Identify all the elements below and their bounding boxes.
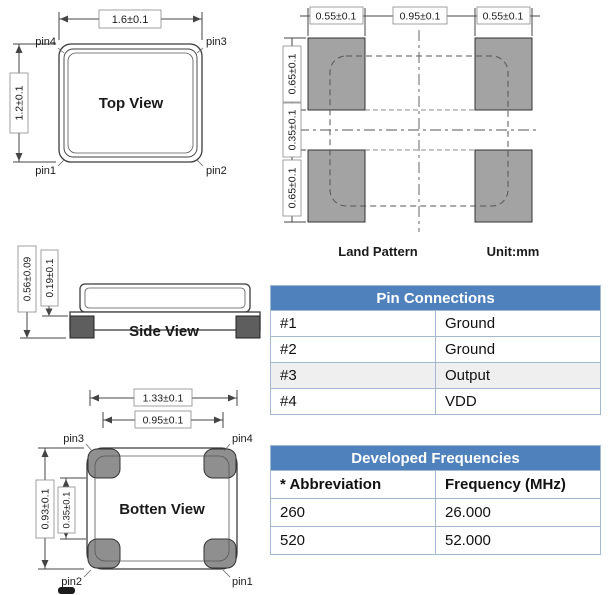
bottom-view-pin-labels: pin3 pin4 pin2 pin1: [61, 433, 253, 588]
table-row: #1 Ground: [270, 310, 601, 337]
pin-number-cell: #1: [270, 310, 436, 337]
land-pattern-drawing: 0.55±0.1 0.95±0.1 0.55±0.1 0.65±0.1 0.35…: [282, 6, 540, 259]
pin-function-cell: Ground: [435, 336, 601, 363]
dimension-label: 0.55±0.1: [316, 11, 357, 23]
dimension-label: 1.33±0.1: [143, 393, 184, 405]
dimension-label: 0.19±0.1: [45, 258, 56, 297]
side-view-title: Side View: [129, 323, 199, 340]
pin-function-cell: VDD: [435, 388, 601, 415]
dimension-label: 0.95±0.1: [400, 11, 441, 23]
bottom-view-outer-height-dimension: 0.93±0.1: [35, 447, 84, 570]
pin-label: pin3: [206, 36, 227, 48]
pin-number-cell: #4: [270, 388, 436, 415]
pin-label: pin1: [232, 576, 253, 588]
land-pattern-left-dimensions: 0.65±0.1 0.35±0.1 0.65±0.1: [282, 37, 306, 223]
side-view-body: [69, 283, 261, 339]
bottom-view-outer-width-dimension: 1.33±0.1: [89, 388, 238, 407]
bottom-view-pad-span-dimension: 0.95±0.1: [102, 410, 224, 429]
dimension-label: 0.35±0.1: [62, 492, 73, 529]
pin-number-cell: #3: [270, 362, 436, 389]
frequency-column-header: Frequency (MHz): [435, 470, 601, 499]
land-pattern-outline: [298, 30, 540, 232]
top-view-width-dimension: 1.6±0.1: [58, 9, 203, 40]
dimension-label: 0.65±0.1: [287, 53, 299, 94]
table-row: 520 52.000: [270, 526, 601, 555]
dimension-label: 1.6±0.1: [112, 14, 149, 26]
dimension-label: 1.2±0.1: [14, 85, 26, 120]
table-row: #4 VDD: [270, 388, 601, 415]
pin-function-cell: Output: [435, 362, 601, 389]
column-header-row: * Abbreviation Frequency (MHz): [270, 470, 601, 499]
pin-number-cell: #2: [270, 336, 436, 363]
land-pattern-caption: Land Pattern: [338, 244, 418, 259]
pin-label: pin1: [35, 165, 56, 177]
land-pattern-top-dimensions: 0.55±0.1 0.95±0.1 0.55±0.1: [300, 6, 540, 36]
pin-function-cell: Ground: [435, 310, 601, 337]
table-row: #3 Output: [270, 362, 601, 389]
pin-connections-title: Pin Connections: [270, 285, 601, 311]
package-outline: [58, 43, 203, 163]
dimension-label: 0.95±0.1: [143, 415, 184, 427]
dimension-label: 0.35±0.1: [287, 109, 299, 150]
abbreviation-cell: 520: [270, 526, 436, 555]
top-view-height-dimension: 1.2±0.1: [9, 43, 56, 163]
artifact-mark: [58, 587, 75, 594]
pin-label: pin2: [206, 165, 227, 177]
table-header-row: Pin Connections: [270, 285, 601, 311]
dimension-label: 0.65±0.1: [287, 167, 299, 208]
unit-label: Unit:mm: [487, 244, 540, 259]
table-row: #2 Ground: [270, 336, 601, 363]
side-view-pad-dimension: 0.19±0.1: [40, 249, 68, 317]
pin-label: pin2: [61, 576, 82, 588]
frequency-cell: 52.000: [435, 526, 601, 555]
top-view-drawing: 1.6±0.1 1.2±0.1 Top View pin4 pin3 p: [9, 9, 227, 177]
pin-label: pin3: [63, 433, 84, 445]
top-view-title: Top View: [99, 95, 164, 112]
developed-frequencies-title: Developed Frequencies: [270, 445, 601, 471]
dimension-label: 0.56±0.09: [23, 256, 34, 301]
table-header-row: Developed Frequencies: [270, 445, 601, 471]
dimension-label: 0.55±0.1: [483, 11, 524, 23]
bottom-view-title: Botten View: [119, 501, 205, 518]
dimension-label: 0.93±0.1: [40, 488, 52, 529]
abbreviation-cell: 260: [270, 498, 436, 527]
bottom-view-drawing: 1.33±0.1 0.95±0.1 Botten View: [35, 388, 253, 594]
abbreviation-column-header: * Abbreviation: [270, 470, 436, 499]
side-view-height-dimension: 0.56±0.09: [17, 245, 66, 339]
pin-connections-table: Pin Connections #1 Ground #2 Ground #3 O…: [270, 285, 601, 415]
bottom-view-body: [86, 447, 238, 570]
developed-frequencies-table: Developed Frequencies * Abbreviation Fre…: [270, 445, 601, 555]
table-row: 260 26.000: [270, 498, 601, 527]
land-pattern-pads: [307, 37, 533, 223]
pin-label: pin4: [35, 36, 56, 48]
frequency-cell: 26.000: [435, 498, 601, 527]
top-view-pin-labels: pin4 pin3 pin1 pin2: [35, 36, 227, 177]
pin-label: pin4: [232, 433, 253, 445]
bottom-view-pad-gap-dimension: 0.35±0.1: [57, 477, 86, 540]
side-view-drawing: 0.56±0.09 0.19±0.1 Side View: [17, 245, 261, 340]
